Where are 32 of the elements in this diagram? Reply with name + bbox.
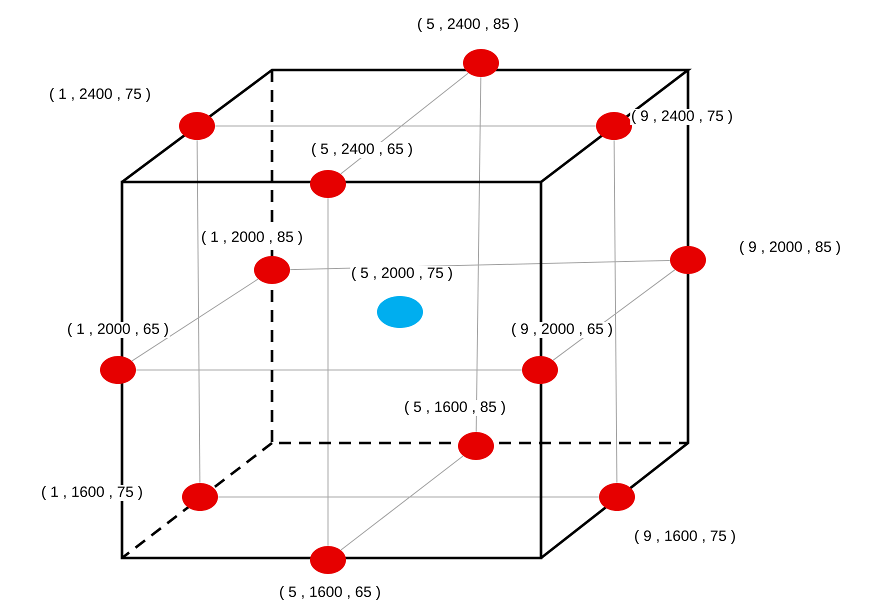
- grid-line: [218, 496, 600, 498]
- point-marker: [100, 356, 136, 384]
- grid-line: [340, 455, 464, 551]
- point-marker: [254, 256, 290, 284]
- point-marker: [182, 483, 218, 511]
- point-label: ( 1 , 1600 , 75 ): [40, 485, 144, 501]
- point-label: ( 1 , 2000 , 65 ): [66, 322, 170, 338]
- point-label: ( 5 , 1600 , 85 ): [403, 400, 507, 416]
- point-marker: [458, 432, 494, 460]
- point-marker: [670, 246, 706, 274]
- point-marker: [310, 546, 346, 574]
- grid-line: [476, 76, 482, 432]
- point-label: ( 5 , 1600 , 65 ): [278, 585, 382, 601]
- point-label: ( 5 , 2000 , 75 ): [350, 266, 454, 282]
- point-marker: [310, 170, 346, 198]
- point-label: ( 9 , 2000 , 85 ): [738, 240, 842, 256]
- point-label: ( 5 , 2400 , 85 ): [416, 17, 520, 33]
- grid-line: [614, 140, 618, 484]
- point-marker: [596, 112, 632, 140]
- point-marker: [377, 296, 423, 328]
- point-label: ( 1 , 2000 , 85 ): [200, 230, 304, 246]
- point-marker: [599, 483, 635, 511]
- point-label: ( 5 , 2400 , 65 ): [310, 142, 414, 158]
- point-label: ( 1 , 2400 , 75 ): [48, 87, 152, 103]
- point-marker: [179, 112, 215, 140]
- point-label: ( 9 , 2000 , 65 ): [510, 322, 614, 338]
- point-marker: [522, 356, 558, 384]
- point-marker: [463, 49, 499, 77]
- point-label: ( 9 , 2400 , 75 ): [630, 109, 734, 125]
- point-label: ( 9 , 1600 , 75 ): [633, 529, 737, 545]
- grid-line: [196, 140, 200, 484]
- grid-line: [132, 278, 259, 362]
